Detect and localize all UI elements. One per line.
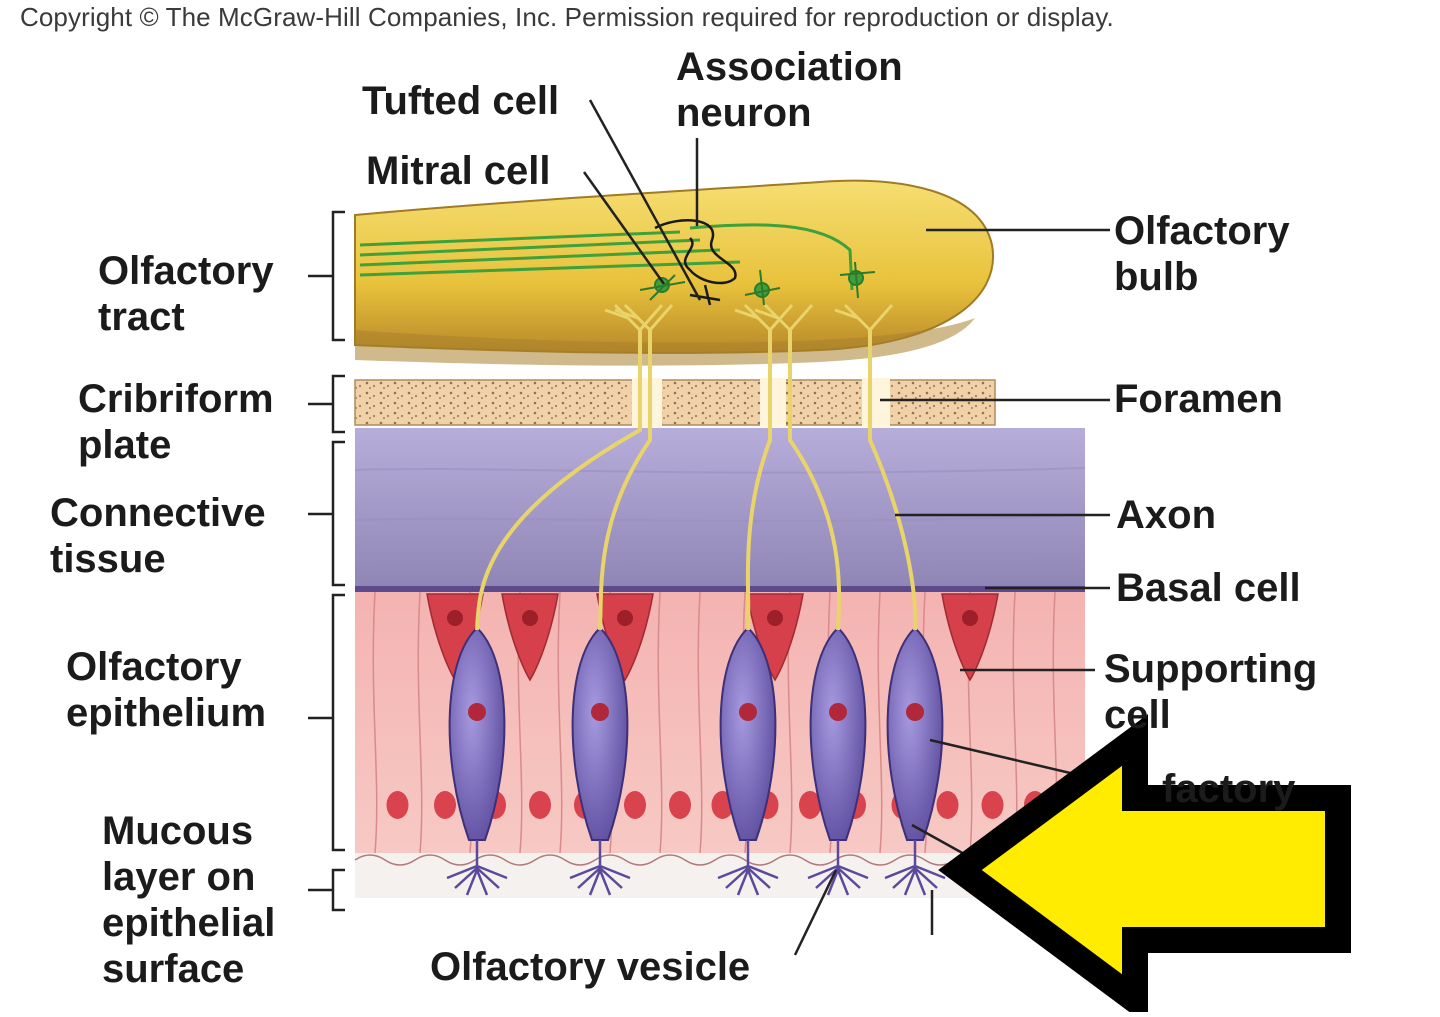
label-olfactory-tract-line1: Olfactory [98, 249, 274, 293]
label-tufted-cell: Tufted cell [362, 78, 559, 124]
label-olfactory-bulb-line2: bulb [1114, 255, 1199, 299]
label-association-neuron: Association neuron [676, 44, 903, 136]
label-mitral-cell: Mitral cell [366, 148, 551, 194]
cribriform-plate [354, 378, 996, 428]
label-supporting-cell: Supporting cell [1104, 646, 1317, 738]
label-connective-line2: tissue [50, 537, 166, 581]
supporting-cell-nucleus [624, 791, 646, 819]
supporting-cell-nucleus [386, 791, 409, 819]
supporting-cell-nucleus [434, 791, 456, 819]
label-tufted-cell-text: Tufted cell [362, 79, 560, 123]
label-mitral-cell-text: Mitral cell [366, 149, 551, 193]
basal-cell [746, 593, 804, 682]
label-foramen-text: Foramen [1114, 377, 1283, 421]
label-olfactory-partial: factory [1162, 766, 1295, 812]
label-foramen: Foramen [1114, 376, 1283, 422]
receptor-axons [475, 303, 918, 631]
supporting-cell-border [877, 591, 883, 854]
receptor-axon [745, 330, 772, 631]
supporting-cell-nucleus [936, 791, 959, 819]
association-neuron [654, 219, 737, 306]
label-olfactory-bulb-line1: Olfactory [1114, 209, 1290, 253]
receptor-nucleus [829, 703, 847, 721]
basal-cell-nucleus [447, 610, 463, 626]
label-cribriform-line1: Cribriform [78, 377, 274, 421]
label-association-line1: Association [676, 45, 903, 89]
basal-cells [426, 593, 999, 682]
label-olfactory-epithelium: Olfactory epithelium [66, 644, 266, 736]
label-axon: Axon [1116, 492, 1216, 538]
supporting-cell-nucleus [981, 791, 1004, 819]
label-olfactory-bulb: Olfactory bulb [1114, 208, 1290, 300]
label-basal-cell: Basal cell [1116, 565, 1301, 611]
receptor-axon [788, 330, 842, 631]
receptor-nucleus [591, 703, 609, 721]
olfactory-cilia [807, 840, 869, 896]
label-mucous-line3: epithelial [102, 901, 276, 945]
receptor-nucleus [739, 703, 757, 721]
receptor-axon-branch [604, 303, 664, 332]
supporting-cell-border [697, 591, 703, 854]
olfactory-cilia [446, 840, 508, 896]
receptor-axon-branch [754, 303, 814, 332]
supporting-cell-border [557, 591, 563, 854]
label-basal-cell-text: Basal cell [1116, 566, 1301, 610]
copyright-notice: Copyright © The McGraw-Hill Companies, I… [20, 2, 1114, 32]
receptor-nucleus [468, 703, 486, 721]
supporting-cell-nucleus [529, 791, 551, 819]
receptor-nucleus [906, 703, 924, 721]
label-olfactory-vesicle: Olfactory vesicle [430, 944, 750, 990]
olfactory-cilia [569, 840, 631, 896]
label-supporting-line2: cell [1104, 693, 1171, 737]
label-mucous-line2: layer on [102, 855, 256, 899]
olfactory-cilia [884, 840, 946, 896]
basal-cell-nucleus [617, 610, 633, 626]
label-epithelium-line1: Olfactory [66, 645, 242, 689]
olfactory-cilia [717, 840, 779, 896]
basal-cell-nucleus [962, 610, 978, 626]
label-olfactory-vesicle-text: Olfactory vesicle [430, 945, 751, 989]
label-olfactory-tract: Olfactory tract [98, 248, 274, 340]
label-mucous-line4: surface [102, 947, 245, 991]
yellow-pointer-arrow [938, 714, 1351, 1017]
supporting-cell-border [657, 591, 663, 854]
receptor-axon [475, 330, 642, 631]
label-olfactory-partial-text: factory [1162, 767, 1296, 811]
basal-cell-nucleus [767, 610, 783, 626]
label-cribriform-line2: plate [78, 423, 172, 467]
label-supporting-line1: Supporting [1104, 647, 1318, 691]
receptor-axon-branch [614, 303, 674, 332]
supporting-cell-border [372, 591, 378, 854]
basal-cell-nucleus [522, 610, 538, 626]
label-olfactory-tract-line2: tract [98, 295, 185, 339]
label-epithelium-line2: epithelium [66, 691, 267, 735]
receptor-axon [598, 330, 652, 631]
olfactory-receptor-cells [446, 626, 946, 896]
basal-cell [941, 593, 999, 682]
label-axon-text: Axon [1116, 493, 1216, 537]
label-cribriform-plate: Cribriform plate [78, 376, 274, 468]
label-mucous-line1: Mucous [102, 809, 254, 853]
receptor-axon [868, 330, 918, 631]
olfactory-bulb [354, 179, 995, 366]
connective-tissue [354, 428, 1086, 588]
mitral-tufted-cells [639, 261, 876, 306]
label-connective-line1: Connective [50, 491, 266, 535]
leader-lines [582, 99, 1110, 956]
supporting-cell-nucleus [799, 791, 821, 819]
basal-cell [501, 593, 559, 682]
label-association-line2: neuron [676, 91, 812, 135]
label-connective-tissue: Connective tissue [50, 490, 266, 582]
receptor-axon-branch [734, 303, 794, 332]
supporting-cell-border [417, 591, 423, 854]
left-brackets [308, 210, 345, 912]
label-mucous-layer: Mucous layer on epithelial surface [102, 808, 275, 992]
basal-cell [596, 593, 654, 682]
receptor-axon-branch [834, 303, 894, 332]
supporting-cell-nucleus [669, 791, 691, 819]
tract-axons [359, 223, 854, 291]
